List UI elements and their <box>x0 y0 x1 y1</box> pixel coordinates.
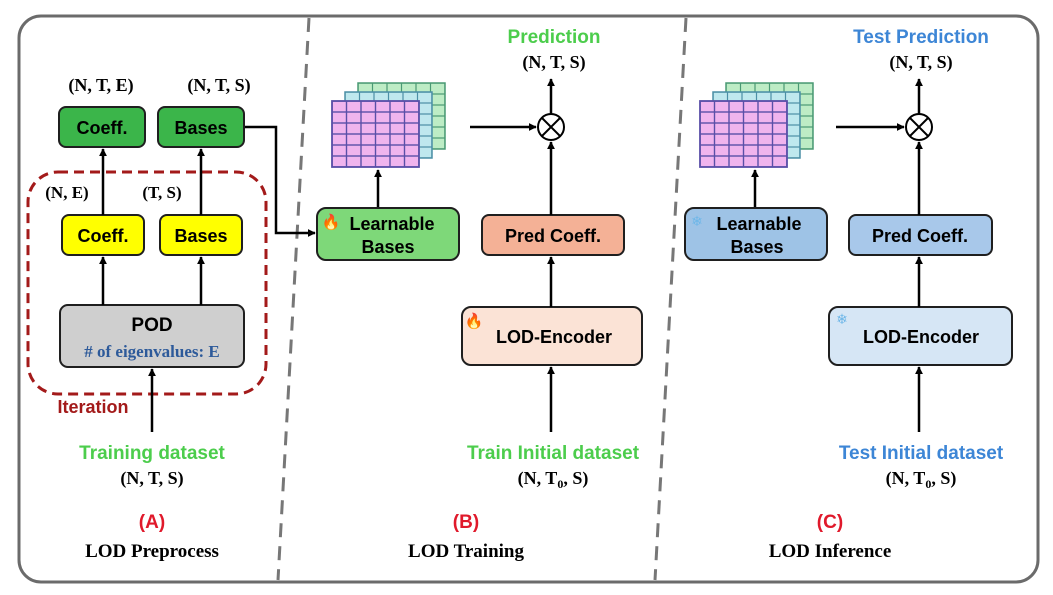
iteration-label: Iteration <box>57 397 128 417</box>
pred-coeff-label: Pred Coeff. <box>505 226 601 246</box>
panel-b-caption: LOD Training <box>408 541 524 562</box>
panel-b-letter: (B) <box>453 512 479 533</box>
lod-encoder-box <box>828 306 1013 366</box>
arrow-bases-to-learnable <box>245 125 316 237</box>
panel-a-letter: (A) <box>139 512 165 533</box>
fire-icon: 🔥 <box>322 213 341 231</box>
pred-coeff-label: Pred Coeff. <box>872 226 968 246</box>
panel-c: Test Prediction (N, T, S) ❄ Learnable Ba… <box>684 27 1013 562</box>
grid-front <box>331 100 420 168</box>
learnable-bases-line1: Learnable <box>349 214 434 234</box>
lod-encoder-label: LOD-Encoder <box>863 327 979 347</box>
test-initial-label: Test Initial dataset <box>839 443 1004 464</box>
grid-front <box>699 100 788 168</box>
bases-top-box <box>157 106 245 148</box>
panel-a: (N, T, E) (N, T, S) Coeff. Bases (N, E) … <box>26 75 268 562</box>
panel-c-letter: (C) <box>817 512 843 533</box>
panel-b: Prediction (N, T, S) 🔥 Learnable Bases P… <box>316 27 643 562</box>
shape-coeff-top: (N, T, E) <box>68 75 133 96</box>
bases-grid-stack <box>699 82 814 168</box>
panel-a-caption: LOD Preprocess <box>85 541 219 562</box>
prediction-label: Prediction <box>508 27 601 48</box>
coeff-top-box <box>58 106 146 148</box>
pred-coeff-box <box>481 214 625 256</box>
pred-coeff-box <box>848 214 993 256</box>
pod-box <box>59 304 245 368</box>
prediction-shape: (N, T, S) <box>522 52 585 73</box>
learnable-bases-line1: Learnable <box>716 214 801 234</box>
learnable-bases-box <box>684 207 828 261</box>
bases-top-label: Bases <box>174 118 227 138</box>
test-prediction-label: Test Prediction <box>853 27 989 48</box>
bases-mid-label: Bases <box>174 226 227 246</box>
snowflake-icon: ❄ <box>691 215 703 230</box>
test-initial-shape: (N, T0, S) <box>886 468 957 491</box>
shape-bases-top: (N, T, S) <box>187 75 250 96</box>
snowflake-icon: ❄ <box>836 313 848 328</box>
shape-bases-mid: (T, S) <box>142 183 181 202</box>
circle-times-icon <box>905 113 933 141</box>
divider-right <box>653 17 688 581</box>
fire-icon: 🔥 <box>465 312 484 330</box>
learnable-bases-line2: Bases <box>730 237 783 257</box>
bases-grid-stack <box>331 82 446 168</box>
training-dataset-shape: (N, T, S) <box>120 468 183 489</box>
iteration-region <box>26 170 268 396</box>
train-initial-label: Train Initial dataset <box>467 443 640 464</box>
circle-times-icon <box>537 113 565 141</box>
divider-left <box>276 17 311 581</box>
panel-c-caption: LOD Inference <box>769 541 892 562</box>
coeff-top-label: Coeff. <box>77 118 128 138</box>
train-initial-shape: (N, T0, S) <box>518 468 589 491</box>
pod-title: POD <box>131 315 172 336</box>
shape-coeff-mid: (N, E) <box>45 183 88 202</box>
pod-eigenvalues: # of eigenvalues: E <box>84 342 220 361</box>
learnable-bases-box <box>316 207 460 261</box>
outer-frame <box>17 14 1040 584</box>
lod-encoder-label: LOD-Encoder <box>496 327 612 347</box>
learnable-bases-line2: Bases <box>361 237 414 257</box>
training-dataset-label: Training dataset <box>79 443 225 464</box>
test-prediction-shape: (N, T, S) <box>889 52 952 73</box>
coeff-mid-label: Coeff. <box>78 226 129 246</box>
